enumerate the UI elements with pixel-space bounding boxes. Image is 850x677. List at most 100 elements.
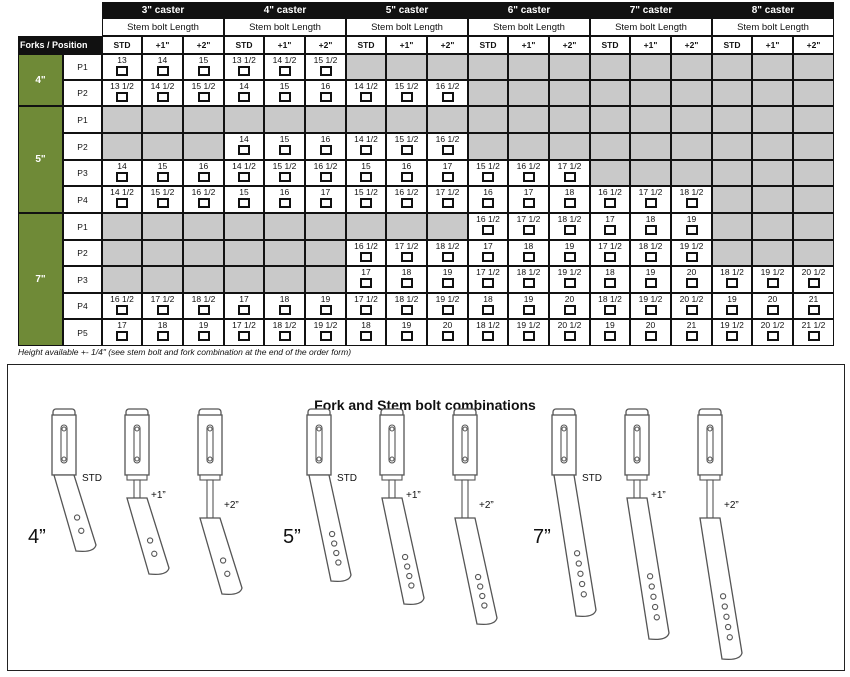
option-checkbox[interactable] — [807, 278, 820, 288]
option-checkbox[interactable] — [766, 305, 779, 315]
option-checkbox[interactable] — [238, 331, 250, 341]
option-checkbox[interactable] — [441, 145, 454, 155]
option-checkbox[interactable] — [563, 252, 576, 262]
option-checkbox[interactable] — [156, 198, 169, 208]
option-checkbox[interactable] — [522, 252, 535, 262]
option-checkbox[interactable] — [441, 331, 454, 341]
option-checkbox[interactable] — [563, 172, 576, 182]
option-checkbox[interactable] — [360, 145, 372, 155]
option-checkbox[interactable] — [644, 225, 657, 235]
option-checkbox[interactable] — [522, 278, 535, 288]
option-checkbox[interactable] — [644, 278, 657, 288]
option-checkbox[interactable] — [685, 198, 698, 208]
option-checkbox[interactable] — [807, 305, 820, 315]
option-checkbox[interactable] — [441, 198, 454, 208]
option-checkbox[interactable] — [522, 225, 535, 235]
option-checkbox[interactable] — [360, 252, 372, 262]
option-checkbox[interactable] — [441, 172, 454, 182]
option-checkbox[interactable] — [604, 331, 616, 341]
option-checkbox[interactable] — [278, 66, 291, 76]
option-checkbox[interactable] — [197, 198, 210, 208]
option-checkbox[interactable] — [238, 66, 250, 76]
option-checkbox[interactable] — [482, 198, 494, 208]
option-checkbox[interactable] — [360, 305, 372, 315]
option-checkbox[interactable] — [156, 66, 169, 76]
option-checkbox[interactable] — [197, 172, 210, 182]
option-checkbox[interactable] — [238, 145, 250, 155]
option-checkbox[interactable] — [685, 252, 698, 262]
option-checkbox[interactable] — [441, 278, 454, 288]
option-checkbox[interactable] — [522, 172, 535, 182]
option-checkbox[interactable] — [400, 252, 413, 262]
option-checkbox[interactable] — [238, 92, 250, 102]
option-checkbox[interactable] — [644, 331, 657, 341]
option-checkbox[interactable] — [766, 278, 779, 288]
option-checkbox[interactable] — [278, 145, 291, 155]
option-checkbox[interactable] — [482, 305, 494, 315]
option-checkbox[interactable] — [807, 331, 820, 341]
option-checkbox[interactable] — [197, 331, 210, 341]
option-checkbox[interactable] — [400, 92, 413, 102]
option-checkbox[interactable] — [278, 198, 291, 208]
option-checkbox[interactable] — [400, 278, 413, 288]
option-checkbox[interactable] — [197, 305, 210, 315]
option-checkbox[interactable] — [400, 198, 413, 208]
option-checkbox[interactable] — [360, 92, 372, 102]
option-checkbox[interactable] — [482, 252, 494, 262]
option-checkbox[interactable] — [604, 252, 616, 262]
option-checkbox[interactable] — [644, 252, 657, 262]
option-checkbox[interactable] — [319, 66, 332, 76]
option-checkbox[interactable] — [360, 278, 372, 288]
option-checkbox[interactable] — [116, 331, 128, 341]
option-checkbox[interactable] — [156, 331, 169, 341]
option-checkbox[interactable] — [482, 172, 494, 182]
option-checkbox[interactable] — [522, 331, 535, 341]
option-checkbox[interactable] — [644, 305, 657, 315]
option-checkbox[interactable] — [116, 172, 128, 182]
option-checkbox[interactable] — [441, 92, 454, 102]
option-checkbox[interactable] — [360, 331, 372, 341]
option-checkbox[interactable] — [278, 305, 291, 315]
option-checkbox[interactable] — [116, 92, 128, 102]
option-checkbox[interactable] — [604, 225, 616, 235]
option-checkbox[interactable] — [238, 198, 250, 208]
option-checkbox[interactable] — [563, 331, 576, 341]
option-checkbox[interactable] — [319, 92, 332, 102]
option-checkbox[interactable] — [156, 172, 169, 182]
option-checkbox[interactable] — [278, 92, 291, 102]
option-checkbox[interactable] — [563, 305, 576, 315]
option-checkbox[interactable] — [604, 305, 616, 315]
option-checkbox[interactable] — [441, 252, 454, 262]
option-checkbox[interactable] — [400, 305, 413, 315]
option-checkbox[interactable] — [482, 225, 494, 235]
option-checkbox[interactable] — [319, 172, 332, 182]
option-checkbox[interactable] — [278, 331, 291, 341]
option-checkbox[interactable] — [604, 278, 616, 288]
option-checkbox[interactable] — [278, 172, 291, 182]
option-checkbox[interactable] — [685, 278, 698, 288]
option-checkbox[interactable] — [522, 198, 535, 208]
option-checkbox[interactable] — [156, 305, 169, 315]
option-checkbox[interactable] — [685, 305, 698, 315]
option-checkbox[interactable] — [238, 172, 250, 182]
option-checkbox[interactable] — [563, 225, 576, 235]
option-checkbox[interactable] — [726, 305, 738, 315]
option-checkbox[interactable] — [685, 331, 698, 341]
option-checkbox[interactable] — [604, 198, 616, 208]
option-checkbox[interactable] — [156, 92, 169, 102]
option-checkbox[interactable] — [197, 92, 210, 102]
option-checkbox[interactable] — [319, 198, 332, 208]
option-checkbox[interactable] — [726, 278, 738, 288]
option-checkbox[interactable] — [726, 331, 738, 341]
option-checkbox[interactable] — [400, 145, 413, 155]
option-checkbox[interactable] — [563, 198, 576, 208]
option-checkbox[interactable] — [522, 305, 535, 315]
option-checkbox[interactable] — [319, 331, 332, 341]
option-checkbox[interactable] — [319, 145, 332, 155]
option-checkbox[interactable] — [238, 305, 250, 315]
option-checkbox[interactable] — [360, 172, 372, 182]
option-checkbox[interactable] — [766, 331, 779, 341]
option-checkbox[interactable] — [441, 305, 454, 315]
option-checkbox[interactable] — [360, 198, 372, 208]
option-checkbox[interactable] — [482, 331, 494, 341]
